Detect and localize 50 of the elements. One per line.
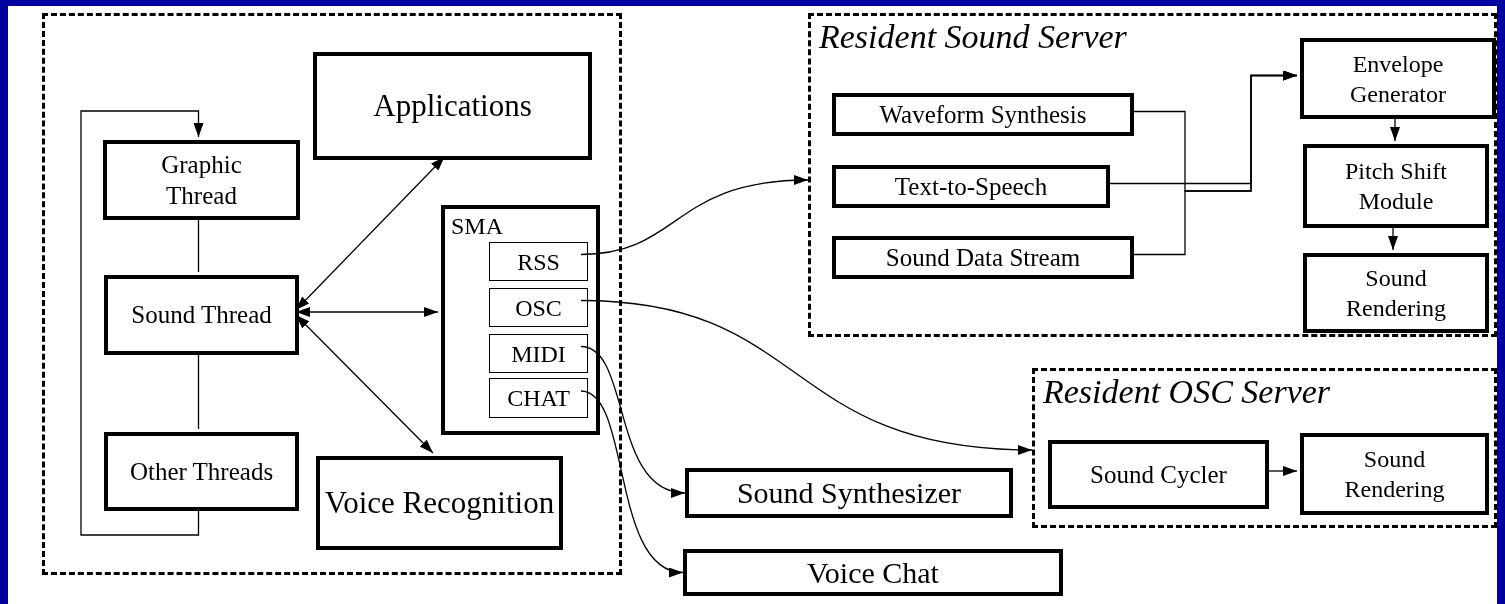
group-title: Resident Sound Server: [819, 18, 1127, 56]
process-box: [832, 93, 1134, 136]
box-label: MIDI: [511, 339, 566, 369]
group-title: Resident OSC Server: [1043, 373, 1331, 411]
group-title: SMA: [451, 212, 504, 241]
process-box: [1300, 38, 1496, 119]
port-box: [489, 242, 588, 281]
process-box: [685, 468, 1013, 518]
box-label: Sound Data Stream: [885, 242, 1081, 273]
box-label: Waveform Synthesis: [879, 99, 1087, 130]
port-box: [489, 334, 588, 373]
box-label: RSS: [517, 247, 560, 277]
box-label: Sound Rendering: [1343, 445, 1446, 504]
process-box: [1303, 144, 1489, 228]
box-label: OSC: [515, 293, 562, 323]
process-box: [832, 165, 1110, 208]
arrow: [580, 345, 686, 496]
group-frame: [1032, 368, 1497, 528]
box-label: Pitch Shift Module: [1344, 157, 1448, 216]
process-box: [104, 275, 299, 355]
port-box: [489, 378, 588, 418]
process-box: [103, 140, 300, 220]
box-label: Other Threads: [129, 456, 274, 487]
port-box: [489, 288, 588, 327]
module-box: [441, 205, 600, 435]
box-label: Sound Cycler: [1090, 459, 1227, 490]
box-label: Text-to-Speech: [894, 171, 1048, 202]
process-box: [832, 236, 1134, 279]
box-label: CHAT: [507, 384, 570, 413]
process-box: [1303, 253, 1489, 333]
box-label: Sound Rendering: [1345, 264, 1447, 323]
group-frame: [808, 13, 1497, 337]
process-box: [1048, 440, 1269, 509]
arrow: [580, 390, 684, 575]
box-label: Envelope Generator: [1349, 49, 1447, 109]
process-box: [683, 549, 1063, 596]
box-label: Voice Chat: [807, 554, 939, 591]
box-label: Sound Thread: [131, 300, 272, 331]
process-box: [1300, 433, 1489, 515]
process-box: [313, 52, 592, 160]
box-label: Applications: [373, 86, 532, 125]
process-box: [316, 456, 563, 550]
arrow: [580, 299, 1033, 455]
arrow: [580, 175, 809, 256]
arrow: [80, 110, 204, 536]
box-label: Voice Recognition: [324, 483, 555, 522]
box-label: Sound Synthesizer: [736, 475, 962, 512]
box-label: Graphic Thread: [160, 149, 243, 211]
group-frame: [42, 13, 622, 575]
process-box: [104, 432, 299, 511]
